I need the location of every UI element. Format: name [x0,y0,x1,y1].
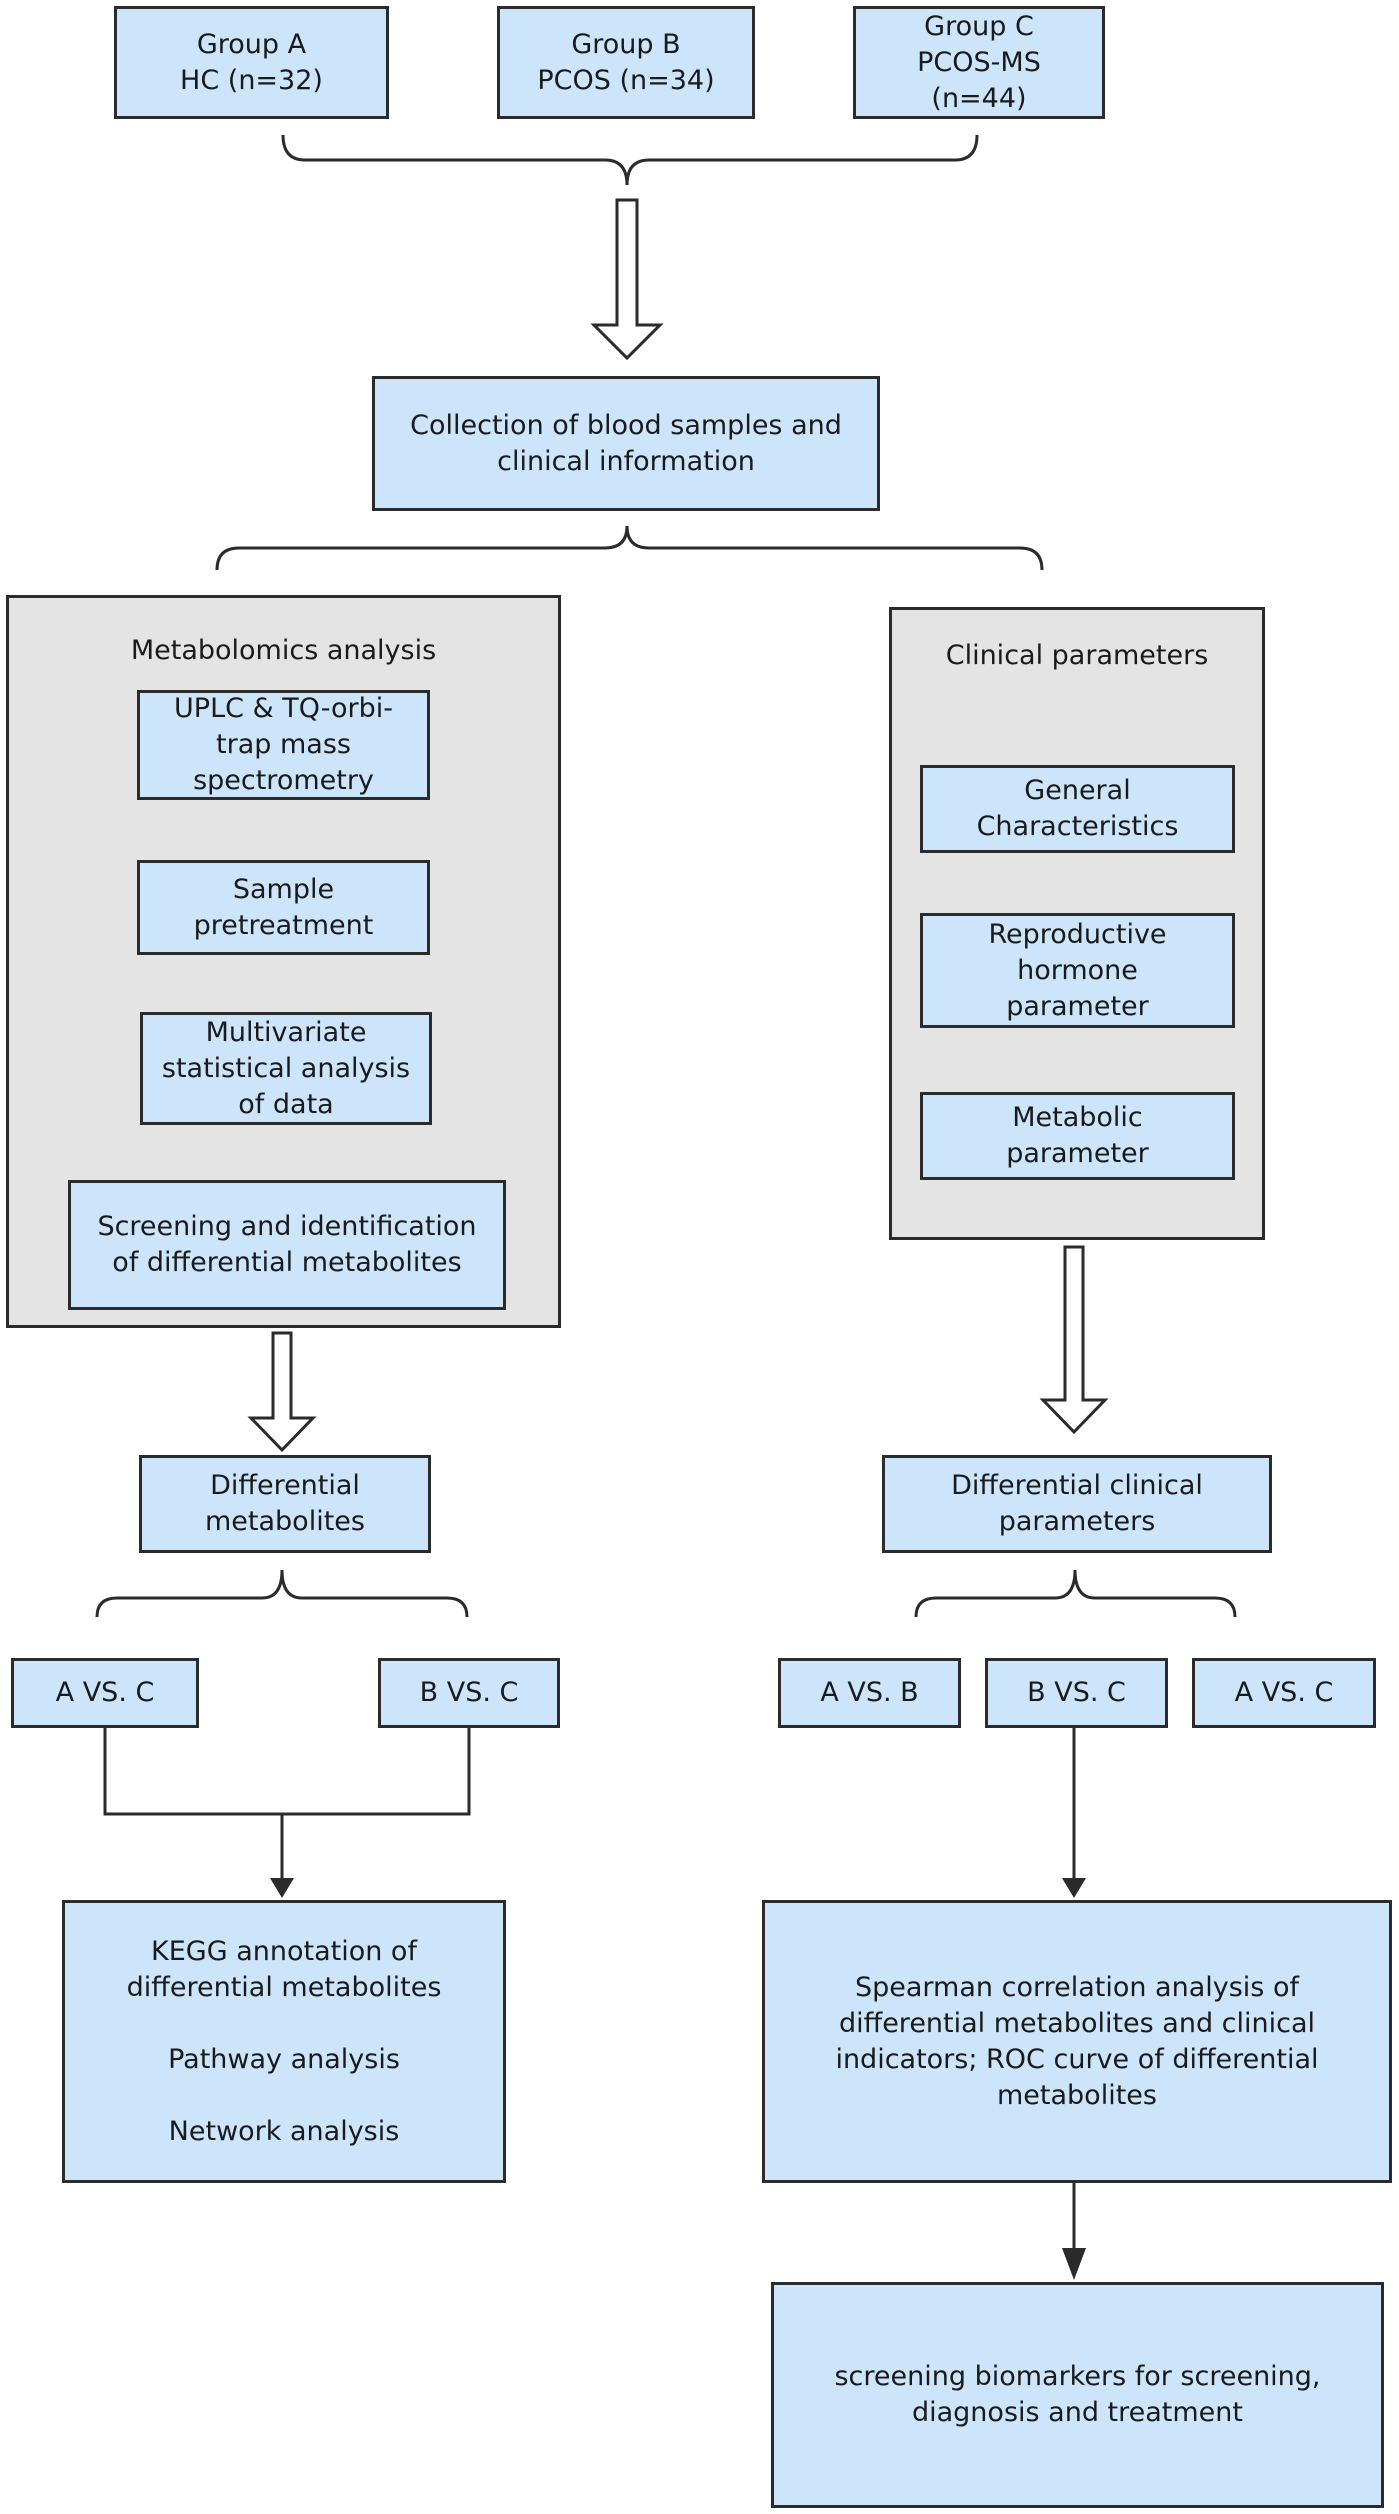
metabolomics-title: Metabolomics analysis [130,635,437,666]
reproductive-line-2: hormone [1017,954,1138,986]
group-a-box: Group A HC (n=32) [114,6,389,119]
comparison-label: B VS. C [419,1677,519,1708]
reproductive-line-1: Reproductive [988,918,1167,950]
uplc-line-1: UPLC & TQ-orbi- [174,693,393,724]
hollow-arrow-clinical [1039,1245,1109,1435]
kegg-line-1: KEGG annotation of [151,1935,417,1967]
diff-metabolites-line-1: Differential [210,1470,360,1501]
reproductive-hormone-box: Reproductive hormone parameter [920,913,1235,1028]
biomarkers-box: screening biomarkers for screening, diag… [771,2282,1384,2508]
collection-line-1: Collection of blood samples and [410,409,842,441]
comparison-left-a-vs-c: A VS. C [11,1658,199,1728]
clinical-title: Clinical parameters [945,640,1209,671]
spearman-line-3: indicators; ROC curve of differential [835,2043,1319,2075]
screening-step-box: Screening and identification of differen… [68,1180,506,1310]
multivariate-line-1: Multivariate [205,1016,367,1048]
group-c-label: Group C [924,10,1034,42]
biomarkers-line-1: screening biomarkers for screening, [834,2361,1321,2392]
hollow-arrow-metabolomics [247,1331,317,1453]
differential-metabolites-box: Differential metabolites [139,1455,431,1553]
kegg-line-network: Network analysis [168,2115,400,2147]
clinical-brace [914,1569,1237,1618]
screening-line-1: Screening and identification [97,1211,477,1242]
diff-clinical-line-1: Differential clinical [951,1470,1203,1501]
differential-clinical-box: Differential clinical parameters [882,1455,1272,1553]
spearman-line-1: Spearman correlation analysis of [855,1971,1299,2003]
arrowhead-biomarkers [1062,2248,1086,2280]
spearman-line-2: differential metabolites and clinical [838,2007,1316,2039]
general-line-2: Characteristics [976,811,1179,842]
metabolic-parameter-box: Metabolic parameter [920,1092,1235,1180]
comparison-right-a-vs-b: A VS. B [778,1658,961,1728]
reproductive-line-3: parameter [1006,990,1149,1022]
metabolic-line-1: Metabolic [1012,1102,1143,1133]
comparison-right-b-vs-c: B VS. C [985,1658,1168,1728]
collection-brace [215,525,1044,571]
uplc-line-3: spectrometry [193,765,374,796]
comparison-label: B VS. C [1027,1677,1126,1708]
kegg-analysis-box: KEGG annotation of differential metaboli… [62,1900,506,2183]
general-characteristics-box: General Characteristics [920,765,1235,853]
uplc-line-2: trap mass [216,729,351,760]
multivariate-step-box: Multivariate statistical analysis of dat… [140,1012,432,1125]
metabolites-brace [95,1569,469,1618]
group-b-label: Group B [571,28,681,60]
kegg-line-pathway: Pathway analysis [168,2043,400,2075]
biomarkers-line-2: diagnosis and treatment [911,2397,1243,2428]
kegg-line-2: differential metabolites [126,1971,442,2003]
screening-line-2: of differential metabolites [112,1247,462,1278]
group-b-box: Group B PCOS (n=34) [497,6,755,119]
group-a-label: Group A [196,28,307,60]
comparison-label: A VS. B [820,1677,919,1708]
diff-metabolites-line-2: metabolites [205,1506,365,1537]
diff-clinical-line-2: parameters [998,1506,1156,1537]
group-b-detail: PCOS (n=34) [537,64,715,96]
groups-brace [281,134,979,186]
comparison-left-b-vs-c: B VS. C [378,1658,560,1728]
arrowhead-right-down [1062,1878,1086,1898]
comparison-label: A VS. C [1234,1677,1334,1708]
collection-box: Collection of blood samples and clinical… [372,376,880,511]
group-a-detail: HC (n=32) [180,64,323,96]
pretreatment-line-1: Sample [232,873,335,905]
hollow-arrow-top [590,198,664,361]
left-merge-lines [103,1727,471,1878]
group-c-count: (n=44) [931,82,1027,114]
group-c-detail: PCOS-MS [917,46,1041,78]
comparison-label: A VS. C [55,1677,155,1708]
multivariate-line-2: statistical analysis [161,1052,411,1084]
metabolic-line-2: parameter [1006,1138,1149,1169]
spearman-line-4: metabolites [997,2079,1157,2111]
multivariate-line-3: of data [238,1088,334,1120]
spearman-analysis-box: Spearman correlation analysis of differe… [762,1900,1392,2183]
pretreatment-step-box: Sample pretreatment [137,860,430,955]
group-c-box: Group C PCOS-MS (n=44) [853,6,1105,119]
uplc-step-box: UPLC & TQ-orbi- trap mass spectrometry [137,690,430,800]
pretreatment-line-2: pretreatment [193,909,374,941]
comparison-right-a-vs-c: A VS. C [1192,1658,1376,1728]
collection-line-2: clinical information [497,445,755,477]
arrowhead-left-down [270,1878,294,1898]
general-line-1: General [1024,775,1131,806]
